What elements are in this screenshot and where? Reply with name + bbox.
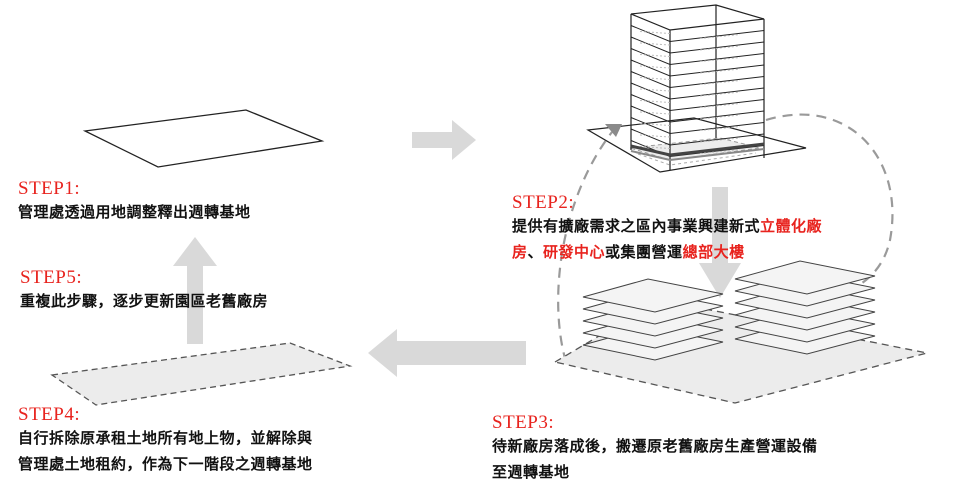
step2-label: STEP2: — [512, 192, 575, 213]
tower-floor — [630, 117, 765, 135]
text-run: 重複此步驟，逐步更新園區老舊廠房 — [20, 292, 269, 310]
step5-line-1: 重複此步驟，逐步更新園區老舊廠房 — [20, 288, 268, 314]
arrow-down — [699, 187, 741, 298]
step4-label: STEP4: — [18, 404, 81, 425]
tower-window-line — [639, 31, 741, 39]
text-run: 待新廠房落成後，搬遷原老舊廠房生產營運設備 — [492, 437, 818, 455]
tower-floor — [630, 59, 765, 77]
tower-floor — [630, 48, 765, 66]
text-run: 提供有擴廠需求之區內事業興建新式 — [512, 217, 761, 235]
text-run: 管理處土地租約，作為下一階段之週轉基地 — [18, 455, 313, 473]
new-tower-site — [586, 4, 807, 173]
tower-window-line — [639, 88, 741, 97]
arrow-right — [412, 120, 476, 160]
step1-label: STEP1: — [18, 178, 81, 199]
step5-label: STEP5: — [20, 267, 83, 288]
text-run: 自行拆除原承租土地所有地上物，並解除與 — [18, 429, 313, 447]
tower-window-line — [639, 146, 741, 154]
tower-window-line — [639, 111, 741, 120]
relocation-loop — [557, 113, 894, 363]
tower-floor — [630, 94, 765, 112]
tower-window-line — [639, 123, 741, 131]
old-factory-buildings — [582, 260, 876, 361]
text-run: 至週轉基地 — [492, 463, 570, 481]
tower-window-line — [639, 54, 741, 62]
step4-line-1: 自行拆除原承租土地所有地上物，並解除與 — [18, 425, 313, 451]
text-run: 管理處透過用地調整釋出週轉基地 — [18, 203, 251, 221]
step2-line-2: 房、研發中心或集團營運總部大樓 — [512, 239, 822, 265]
step2-line-1: 提供有擴廠需求之區內事業興建新式立體化廠 — [512, 213, 822, 239]
tower-window-line — [639, 42, 741, 51]
arrow-left — [368, 329, 526, 377]
factory-floor-slab — [734, 260, 876, 295]
highlight-run: 立體化廠 — [760, 217, 823, 235]
tower-window-line — [639, 65, 741, 74]
step4-description: 自行拆除原承租土地所有地上物，並解除與 管理處土地租約，作為下一階段之週轉基地 — [18, 425, 313, 477]
empty-land-plot — [82, 109, 325, 168]
tower-window-line — [639, 100, 741, 108]
tower-window-line — [639, 134, 741, 143]
step1-description: 管理處透過用地調整釋出週轉基地 — [18, 199, 251, 225]
step3-label: STEP3: — [492, 412, 555, 433]
text-run: 或集團營運 — [605, 243, 683, 261]
highlight-run: 研發中心 — [543, 243, 606, 261]
loop-arrowhead — [605, 124, 622, 137]
text-run: 、 — [527, 243, 544, 261]
step2-description: 提供有擴廠需求之區內事業興建新式立體化廠 房、研發中心或集團營運總部大樓 — [512, 213, 822, 265]
cleared-land-plot — [50, 342, 353, 406]
arrow-up — [173, 237, 217, 344]
step3-line-2: 至週轉基地 — [492, 459, 818, 485]
step3-line-1: 待新廠房落成後，搬遷原老舊廠房生產營運設備 — [492, 433, 818, 459]
highlight-run: 房 — [512, 243, 528, 261]
tower-floor — [630, 25, 765, 43]
step5-description: 重複此步驟，逐步更新園區老舊廠房 — [20, 288, 268, 314]
step1-line-1: 管理處透過用地調整釋出週轉基地 — [18, 199, 251, 225]
tower-floor — [630, 82, 765, 100]
factory-floor-slab — [582, 278, 724, 313]
tower-floor — [630, 128, 765, 146]
tower-floor — [630, 71, 765, 89]
step4-line-2: 管理處土地租約，作為下一階段之週轉基地 — [18, 451, 313, 477]
tower-floor — [630, 105, 765, 123]
step3-description: 待新廠房落成後，搬遷原老舊廠房生產營運設備 至週轉基地 — [492, 433, 818, 485]
highlight-run: 總部大樓 — [682, 243, 745, 261]
tower-window-line — [639, 77, 741, 85]
tower-floor — [630, 36, 765, 54]
